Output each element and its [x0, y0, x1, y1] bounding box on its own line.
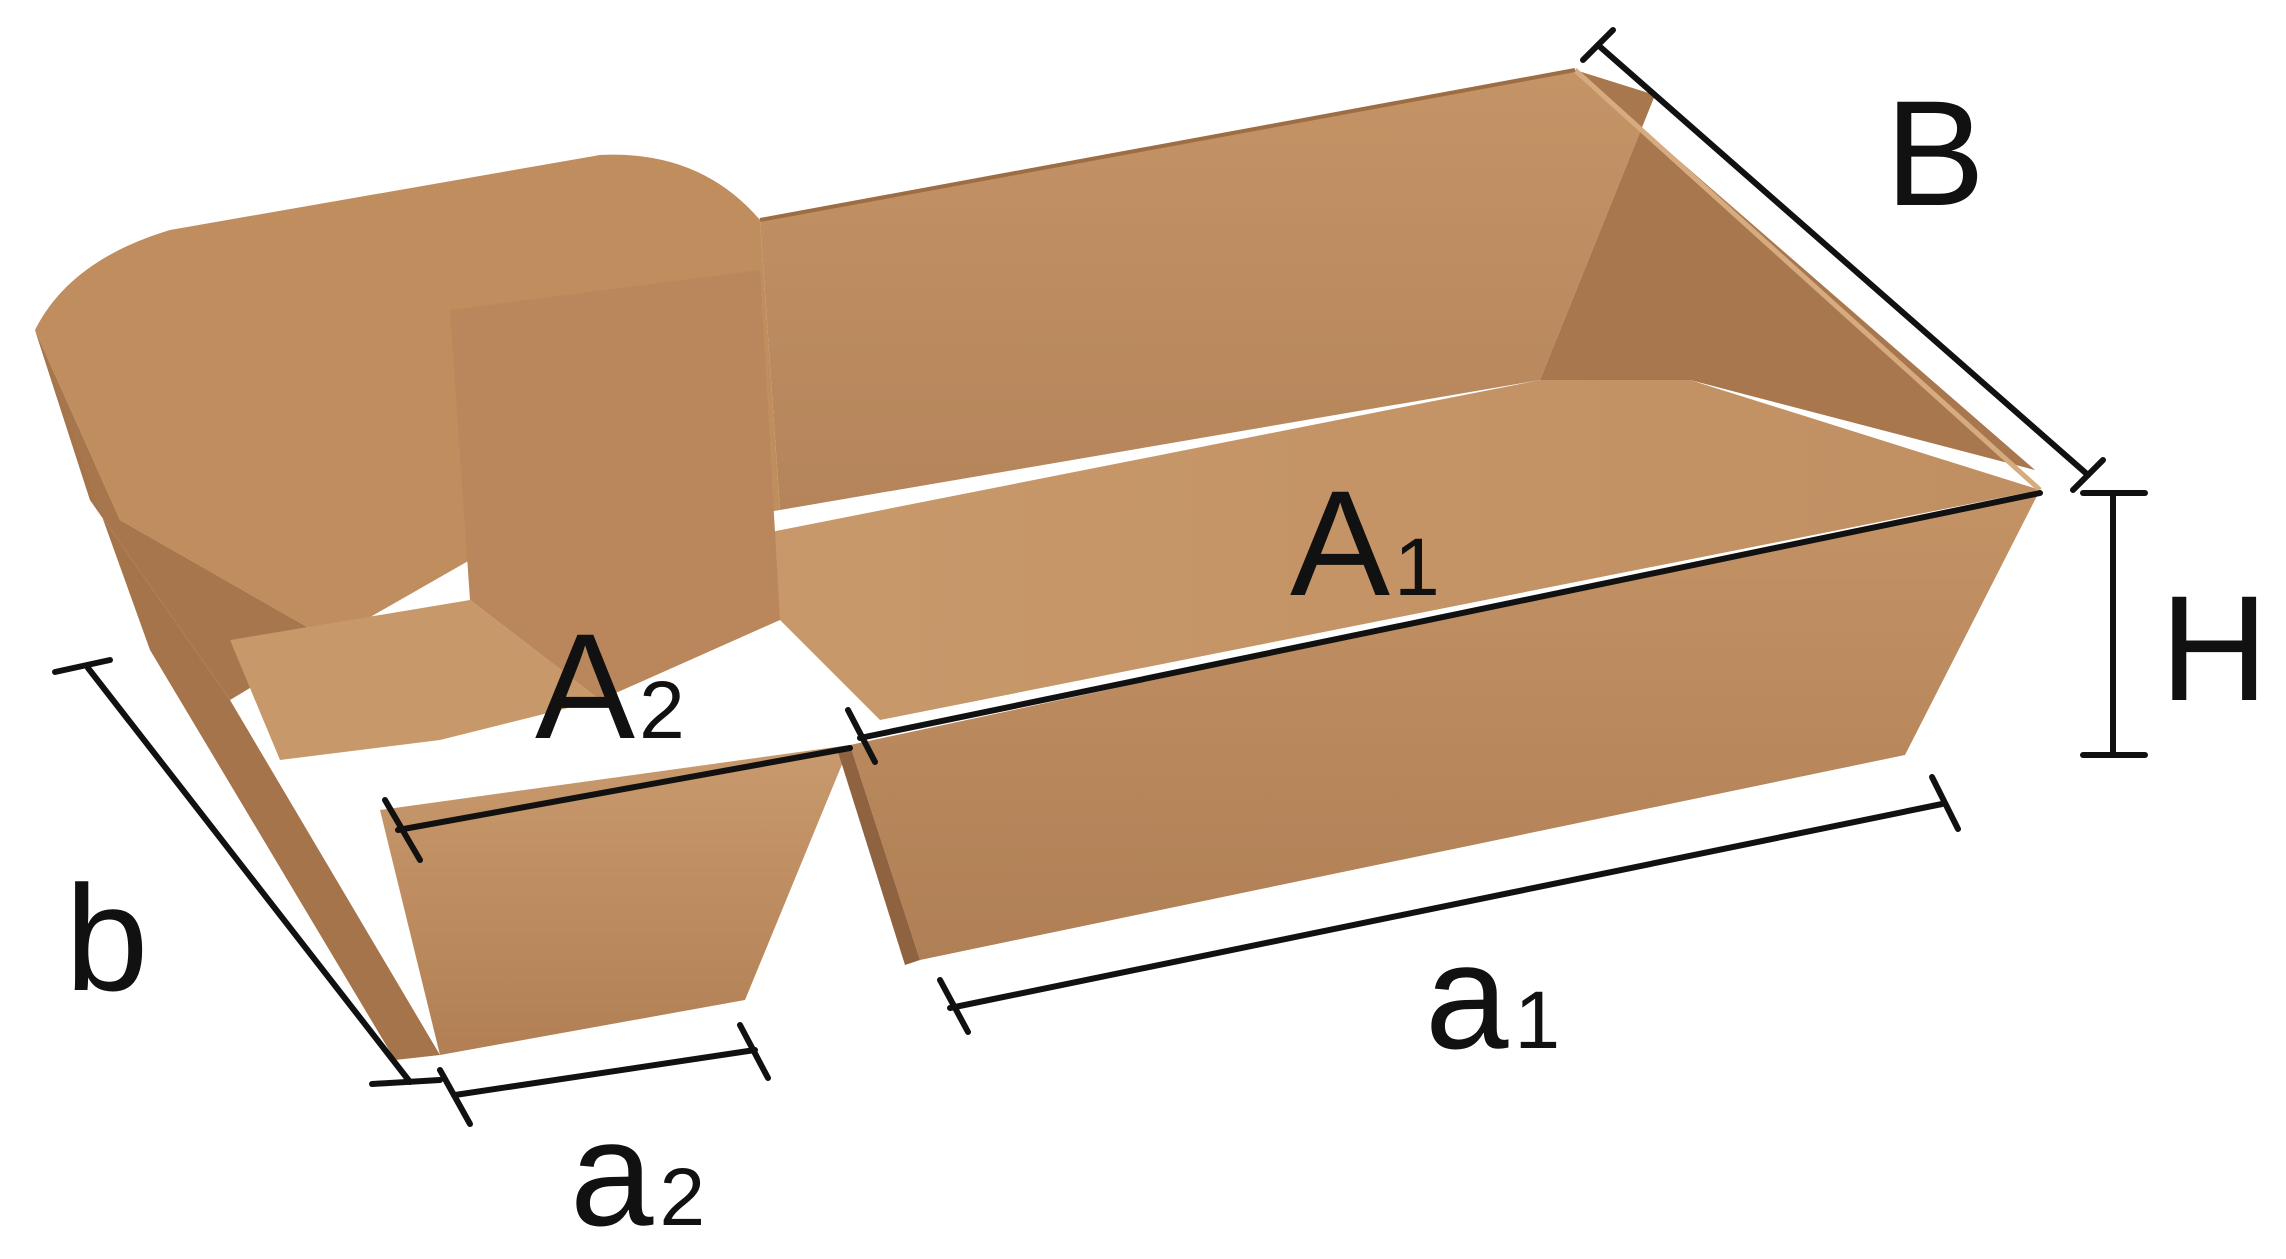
label-A1: A1: [1290, 459, 1440, 627]
small-compartment-left-wall: [35, 330, 330, 700]
label-A2-main: A: [535, 602, 635, 770]
tray-rim-highlight: [1573, 68, 2042, 492]
tray-left-outer-side: [35, 330, 440, 1060]
label-b: b: [65, 854, 148, 1022]
dimension-labels: B H A1 A2 a1 a2 b: [65, 69, 2268, 1257]
label-B: B: [1885, 69, 1985, 237]
label-A1-subscript: 1: [1394, 522, 1440, 613]
kraft-tray: [35, 68, 2042, 1060]
label-a2-subscript: 2: [659, 1152, 705, 1243]
label-A2-subscript: 2: [639, 665, 685, 756]
large-compartment-right-wall: [1540, 70, 2035, 470]
dimension-a1-line: [937, 774, 1961, 1035]
small-compartment-front-wall: [380, 745, 850, 1055]
front-wall-seam: [838, 745, 920, 965]
dimension-lines: [52, 27, 2148, 1127]
label-a2: a2: [570, 1089, 705, 1257]
label-a1-main: a: [1425, 912, 1509, 1080]
dimension-A1-line: [845, 490, 2043, 765]
label-A2: A2: [535, 602, 685, 770]
label-H: H: [2160, 564, 2268, 732]
tray-rim-shadow: [759, 68, 1576, 222]
large-compartment-front-wall: [850, 490, 2040, 960]
label-a1-subscript: 1: [1514, 975, 1560, 1066]
dimension-b-line: [52, 657, 443, 1087]
dimension-H-line: [2080, 490, 2148, 758]
dimension-B-line: [1580, 27, 2106, 493]
label-a2-main: a: [570, 1089, 654, 1257]
large-compartment-floor: [705, 380, 2040, 720]
dimension-a2-line: [437, 1022, 771, 1127]
label-a1: a1: [1425, 912, 1560, 1080]
small-compartment-floor: [230, 600, 600, 760]
label-A1-main: A: [1290, 459, 1390, 627]
dimension-A2-line: [382, 745, 853, 863]
divider-wall: [450, 270, 780, 700]
